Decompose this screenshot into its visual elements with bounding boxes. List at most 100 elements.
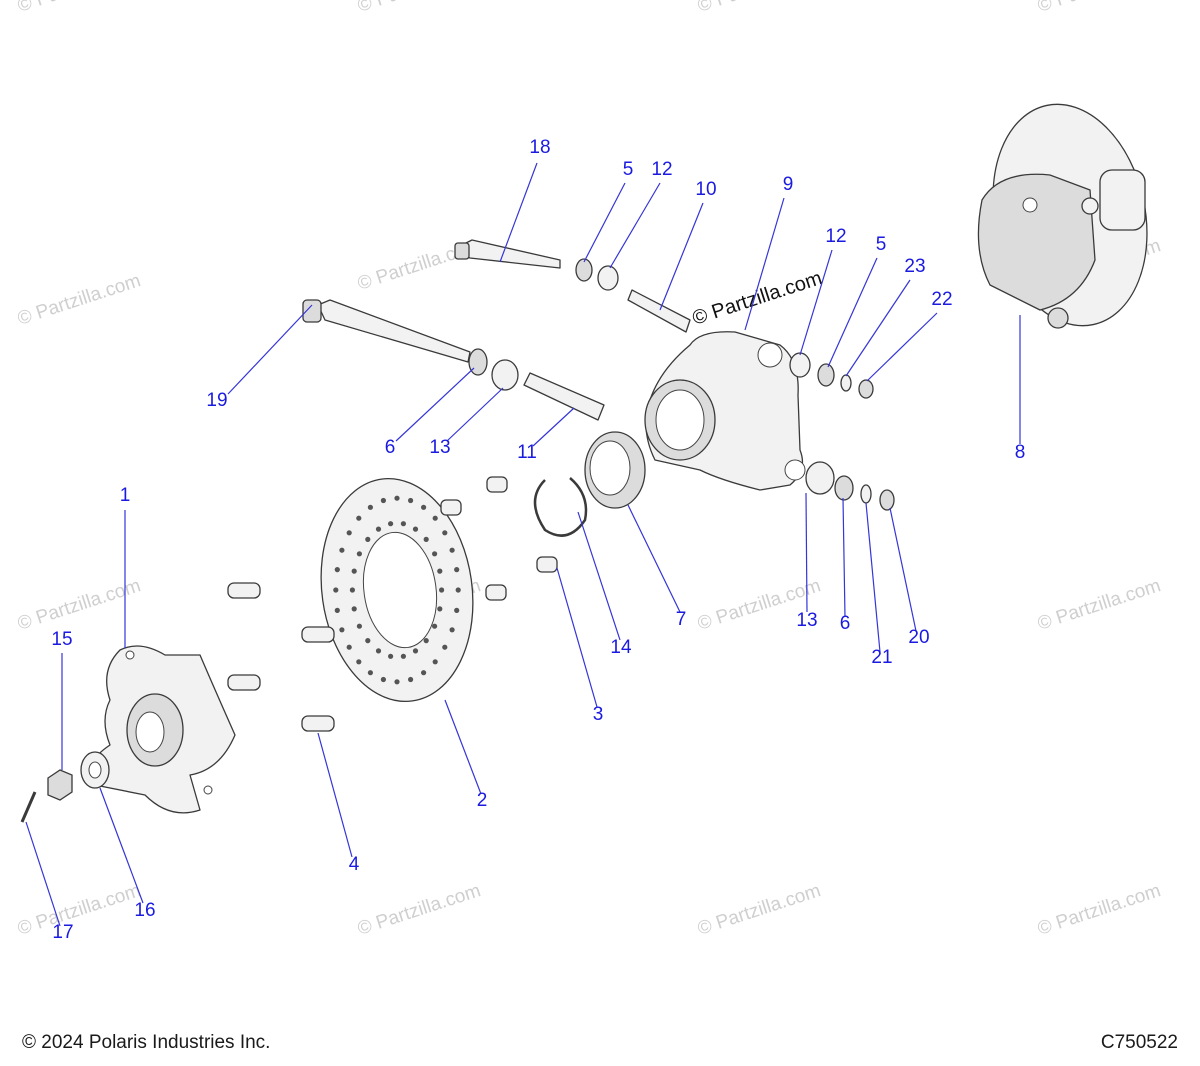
disc-vent-hole	[442, 530, 448, 536]
disc-vent-hole	[432, 623, 438, 629]
disc-vent-hole	[365, 638, 371, 644]
disc-vent-hole	[400, 653, 406, 659]
part-8-knuckle-assembly	[977, 103, 1148, 329]
part-7-bearing	[584, 431, 646, 509]
watermark-tile: © Partzilla.com	[355, 0, 483, 17]
watermark-tile: © Partzilla.com	[15, 0, 143, 17]
callout-19: 19	[206, 390, 227, 411]
watermark-tile: © Partzilla.com	[15, 270, 143, 330]
disc-vent-hole	[423, 638, 429, 644]
leader-line-4	[317, 732, 353, 858]
callout-13: 13	[796, 610, 817, 631]
callout-1: 1	[120, 485, 131, 506]
part-6-bushing-right	[834, 475, 854, 501]
callout-20: 20	[908, 627, 929, 648]
disc-vent-hole	[333, 587, 339, 593]
callout-11: 11	[517, 442, 537, 463]
disc-vent-hole	[408, 676, 414, 683]
part-3-bolts	[440, 476, 558, 601]
leader-line-3	[556, 567, 598, 708]
leader-line-20	[889, 507, 917, 632]
disc-vent-hole	[449, 547, 455, 553]
disc-vent-hole	[380, 497, 386, 504]
disc-vent-hole	[432, 551, 438, 557]
part-17-cotter-pin	[20, 791, 37, 823]
disc-vent-hole	[356, 623, 362, 629]
leader-line-6	[395, 367, 475, 442]
disc-vent-hole	[334, 567, 340, 573]
callout-22: 22	[931, 289, 952, 310]
callout-18: 18	[529, 137, 550, 158]
disc-vent-hole	[455, 587, 461, 593]
part-15-castle-nut	[47, 769, 73, 801]
part-12-bushing-upper-left	[597, 265, 619, 291]
leader-line-16	[99, 787, 144, 904]
disc-vent-hole	[432, 659, 438, 665]
callout-23: 23	[904, 256, 925, 277]
callout-12: 12	[651, 159, 672, 180]
leader-line-13	[446, 387, 504, 442]
part-22-cap	[858, 379, 874, 399]
leader-line-21	[865, 502, 881, 653]
disc-vent-hole	[349, 587, 355, 593]
leader-line-14	[577, 511, 621, 641]
callout-5: 5	[876, 234, 887, 255]
disc-vent-hole	[442, 644, 448, 650]
watermark-tile: © Partzilla.com	[15, 880, 143, 940]
disc-vent-hole	[367, 504, 373, 510]
callout-10: 10	[695, 179, 716, 200]
footer-diagram-code: C750522	[1100, 1032, 1178, 1053]
leader-line-22	[866, 312, 938, 382]
part-11-sleeve	[523, 372, 605, 421]
disc-vent-hole	[375, 526, 382, 532]
watermark-tile: © Partzilla.com	[355, 880, 483, 940]
disc-vent-hole	[346, 644, 352, 650]
leader-line-12	[609, 182, 661, 269]
callout-6: 6	[840, 613, 851, 634]
callout-8: 8	[1015, 442, 1026, 463]
disc-vent-hole	[394, 495, 400, 501]
callout-17: 17	[52, 922, 73, 943]
disc-vent-hole	[412, 526, 419, 532]
callout-13: 13	[429, 437, 450, 458]
part-4-studs	[227, 582, 335, 732]
part-1-hub	[89, 645, 236, 814]
part-9-knuckle	[644, 331, 806, 491]
disc-vent-hole	[437, 568, 443, 574]
disc-vent-hole	[375, 648, 382, 654]
disc-vent-hole	[400, 521, 406, 527]
callout-3: 3	[593, 704, 604, 725]
leader-line-6	[842, 497, 846, 618]
disc-vent-hole	[351, 568, 357, 574]
disc-vent-hole	[421, 670, 427, 676]
part-13-bushing-left	[491, 359, 519, 391]
watermark-tile: © Partzilla.com	[1035, 0, 1163, 17]
leader-line-9	[744, 197, 785, 331]
part-19-bolt	[302, 299, 471, 363]
disc-vent-hole	[367, 670, 373, 676]
part-21-washer	[860, 484, 872, 504]
watermark-tile: © Partzilla.com	[695, 0, 823, 17]
callout-9: 9	[783, 174, 794, 195]
leader-line-18	[499, 162, 538, 263]
disc-vent-hole	[380, 676, 386, 683]
disc-vent-hole	[356, 659, 362, 665]
disc-vent-hole	[432, 515, 438, 521]
callout-6: 6	[385, 437, 396, 458]
part-12-bushing-right	[789, 352, 811, 378]
disc-vent-hole	[346, 530, 352, 536]
part-10-sleeve	[627, 289, 691, 333]
callout-5: 5	[623, 159, 634, 180]
disc-vent-hole	[454, 607, 460, 614]
callout-4: 4	[349, 854, 360, 875]
part-5-bushing-right	[817, 363, 835, 387]
leader-line-17	[25, 821, 61, 927]
disc-vent-hole	[449, 627, 455, 633]
callout-14: 14	[610, 637, 632, 658]
watermark-center: © Partzilla.com	[690, 267, 825, 330]
part-16-washer	[80, 751, 110, 789]
callout-2: 2	[477, 790, 488, 811]
leader-line-5	[583, 182, 626, 263]
